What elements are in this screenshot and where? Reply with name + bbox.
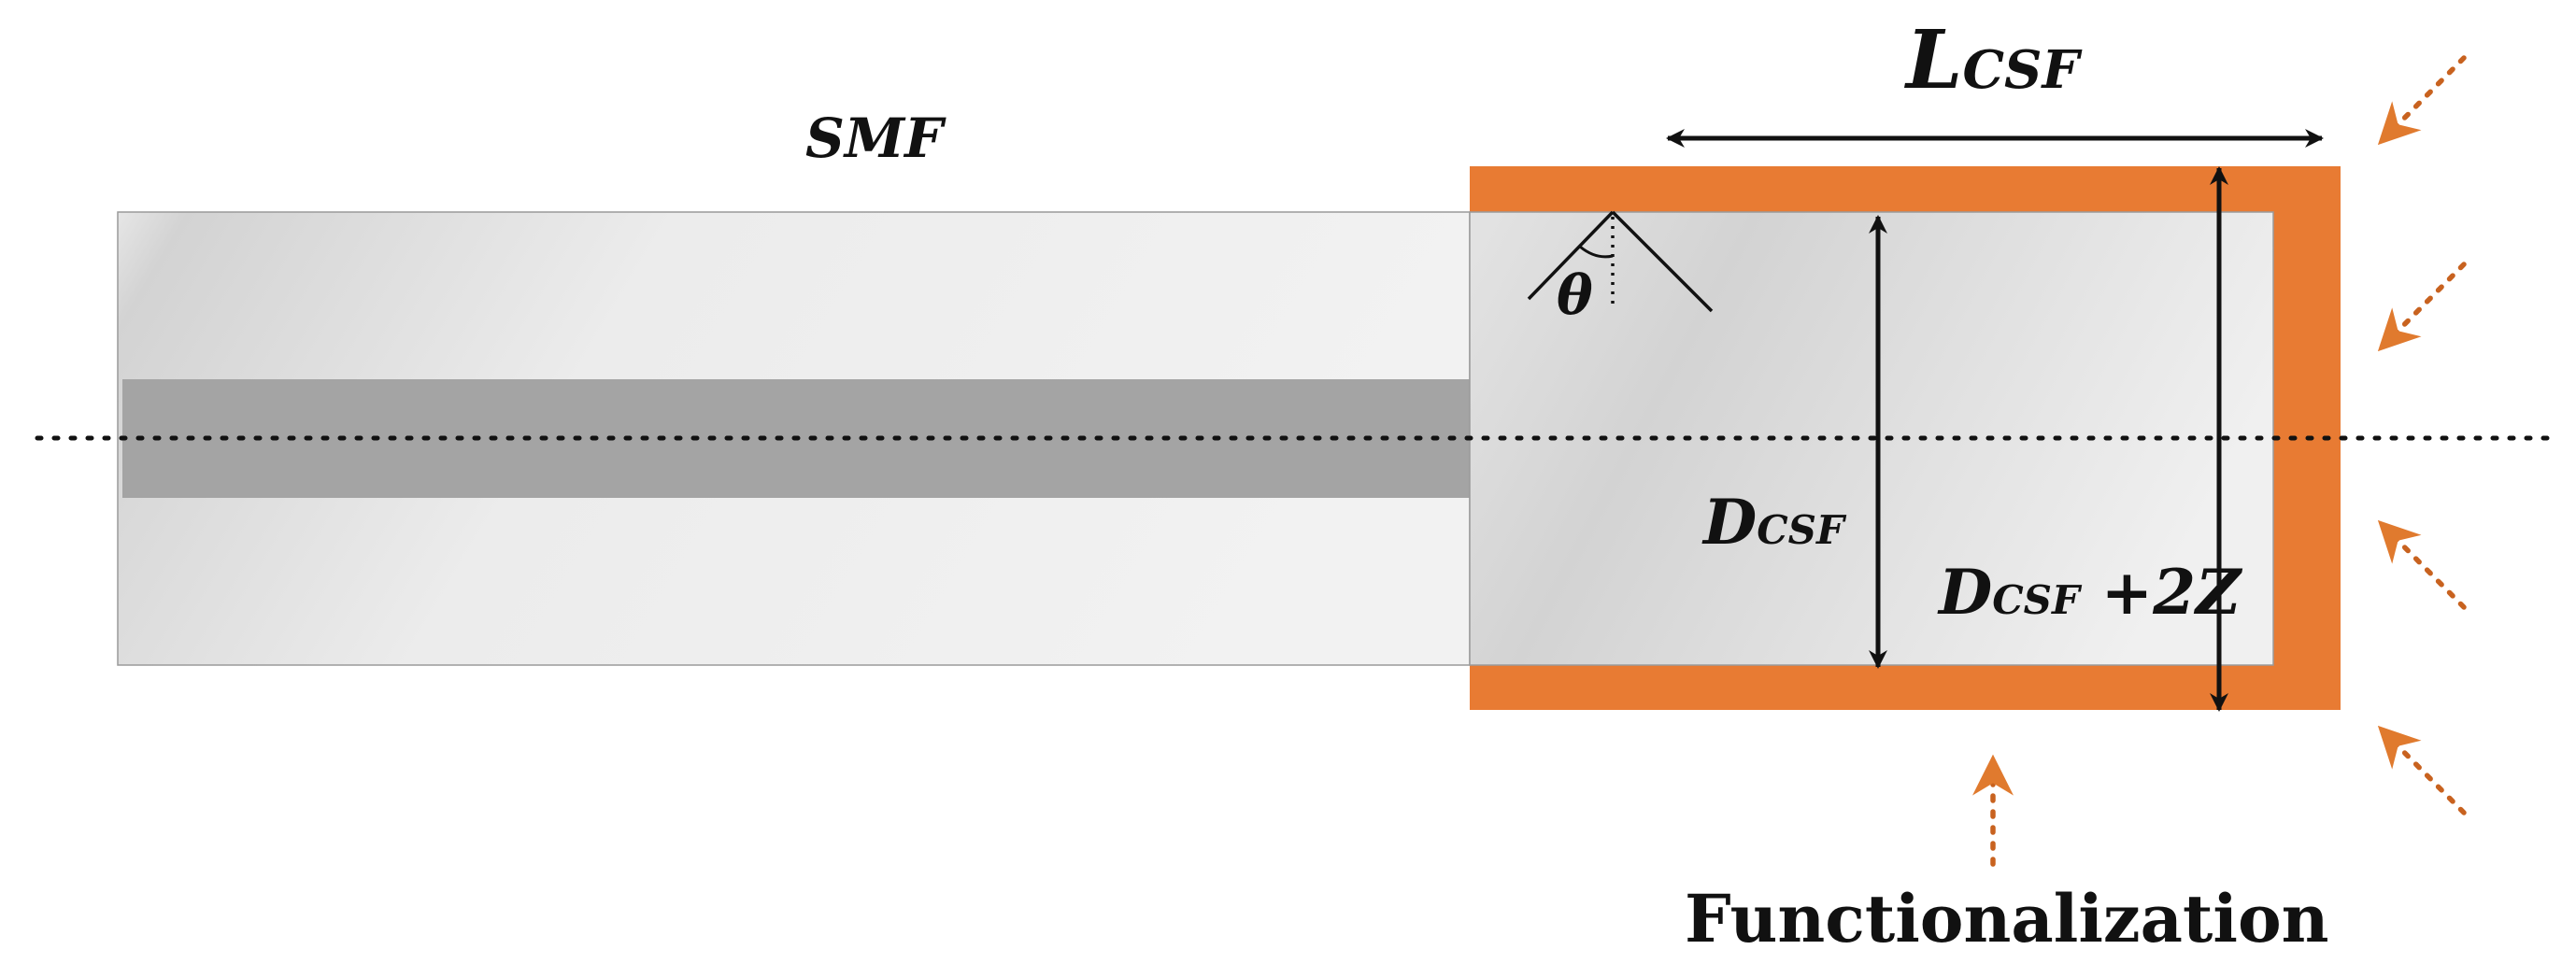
- angle-indicator: [1527, 210, 1714, 313]
- dotted-arrow-right-4: [2377, 725, 2467, 815]
- dotted-arrow-right-3: [2377, 519, 2467, 610]
- outer-diameter-label: DCSF +2Z: [1937, 556, 2243, 629]
- functionalization-arrows: [1972, 55, 2467, 867]
- dotted-arrow-right-1: [2377, 55, 2467, 146]
- diameter-label: DCSF: [1701, 486, 1847, 559]
- functionalization-label: Functionalization: [1685, 880, 2329, 957]
- smf-label: SMF: [805, 106, 946, 170]
- dotted-arrow-right-2: [2377, 262, 2467, 352]
- length-label: LCSF: [1903, 13, 2083, 107]
- theta-label: θ: [1557, 263, 1593, 327]
